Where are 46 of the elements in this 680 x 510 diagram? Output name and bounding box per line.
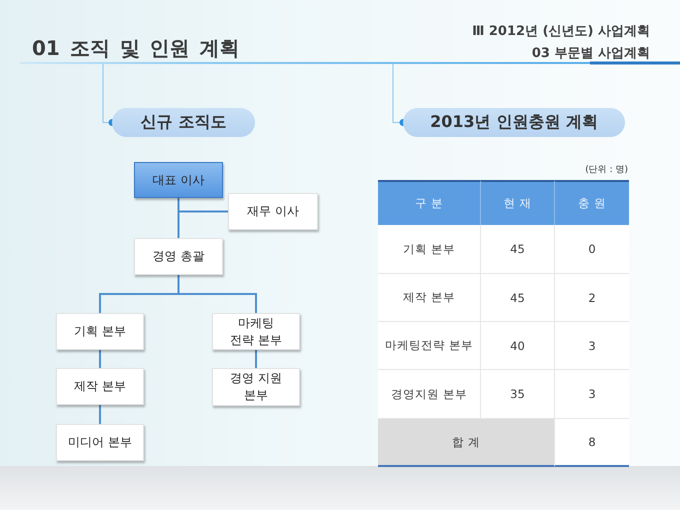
total-label: 합 계	[378, 419, 555, 467]
table-header: 현 재	[481, 180, 555, 225]
org-label: 미디어 본부	[68, 434, 132, 451]
table-cell: 0	[555, 225, 629, 274]
org-box	[212, 368, 300, 406]
table-cell: 35	[481, 370, 555, 419]
org-label: 경영 총괄	[152, 248, 204, 265]
table-header: 충 원	[555, 180, 629, 225]
org-box	[212, 313, 300, 350]
section-heading-pill	[112, 108, 255, 137]
connector-line	[178, 275, 257, 313]
org-box	[134, 162, 223, 198]
org-box	[56, 313, 144, 350]
table-cell: 2	[555, 274, 629, 322]
connector-line	[99, 350, 101, 368]
connector-line	[178, 198, 180, 238]
org-label: 마케팅 전략 본부	[229, 314, 283, 348]
org-label: 경영 지원 본부	[229, 370, 283, 404]
table-cell: 40	[481, 322, 555, 370]
section-heading-pill	[403, 108, 625, 137]
unit-note: (단위 : 명)	[585, 164, 628, 176]
table-cell: 45	[481, 274, 555, 322]
table-cell: 마케팅전략 본부	[378, 322, 481, 370]
table-cell: 8	[555, 419, 629, 467]
table-cell: 제작 본부	[378, 274, 481, 322]
org-box	[56, 368, 144, 405]
connector-line	[99, 405, 101, 424]
table-cell: 3	[555, 370, 629, 419]
table-header: 구 분	[378, 180, 481, 225]
org-label: 제작 본부	[74, 378, 126, 395]
table-cell: 45	[481, 225, 555, 274]
page-title: 01 조직 및 인원 계획	[32, 35, 240, 62]
section-heading: 2013년 인원충원 계획	[430, 112, 598, 133]
org-label: 기획 본부	[74, 323, 126, 340]
section-breadcrumb: Ⅲ 2012년 (신년도) 사업계획	[472, 23, 650, 40]
org-box	[134, 238, 223, 275]
table-cell: 경영지원 본부	[378, 370, 481, 419]
section-heading: 신규 조직도	[140, 112, 226, 133]
org-label: 재무 이사	[247, 203, 299, 220]
table-cell: 3	[555, 322, 629, 370]
org-box	[56, 424, 144, 461]
org-box	[228, 193, 318, 230]
table-cell: 기획 본부	[378, 225, 481, 274]
org-label: 대표 이사	[152, 172, 204, 188]
subsection-breadcrumb: 03 부문별 사업계획	[532, 45, 650, 62]
connector-line	[255, 350, 257, 368]
